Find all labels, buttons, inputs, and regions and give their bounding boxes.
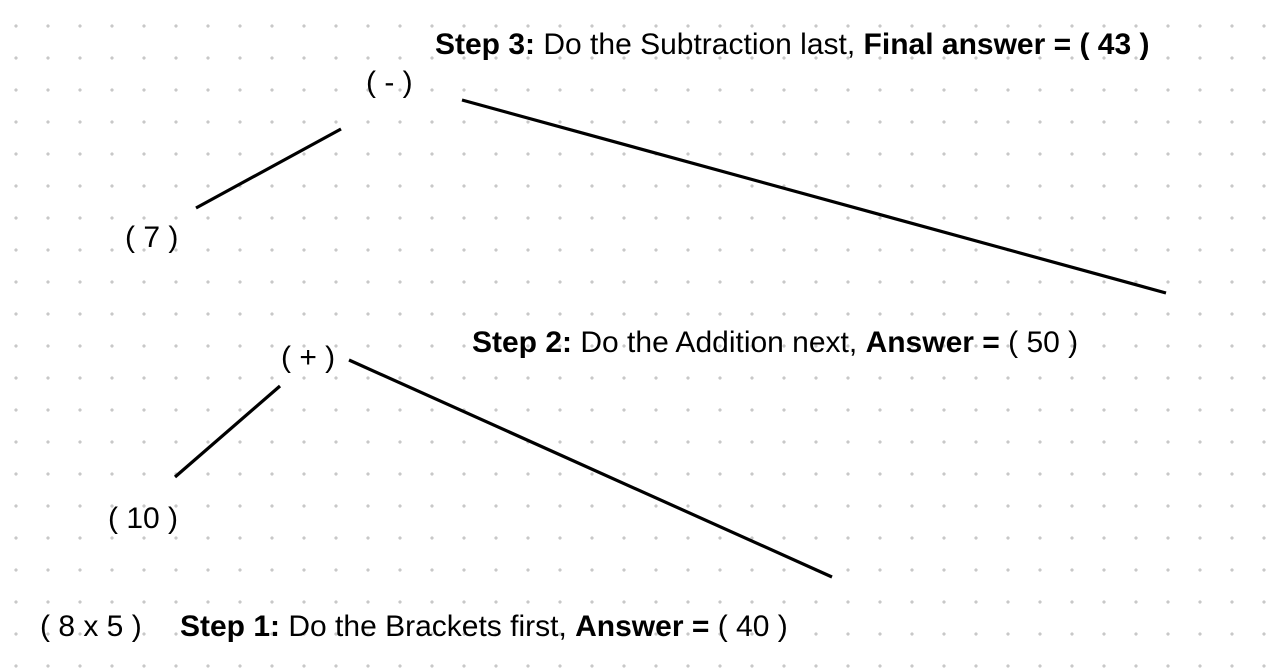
step-3-answer-value: ( 43 ) (1079, 28, 1150, 61)
step-1-annotation: Step 1: Do the Brackets first, Answer = … (180, 612, 788, 642)
step-3-label: Step 3: (435, 28, 536, 61)
step-2-answer-label: Answer = (865, 326, 1009, 359)
edge-minus-to-plus-branch (461, 98, 1167, 295)
edge-minus-to-seven (195, 127, 342, 210)
step-2-label: Step 2: (472, 326, 573, 359)
step-1-answer-value: ( 40 ) (717, 610, 788, 643)
step-1-label: Step 1: (180, 610, 281, 643)
step-1-text: Do the Brackets first, (280, 610, 576, 643)
edge-plus-to-brackets-branch (348, 358, 833, 579)
step-3-text: Do the Subtraction last, (535, 28, 864, 61)
step-3-answer-label: Final answer = (863, 28, 1080, 61)
subtraction-node: ( - ) (366, 66, 413, 99)
step-2-answer-value: ( 50 ) (1008, 326, 1079, 359)
step-2-text: Do the Addition next, (572, 326, 866, 359)
step-3-annotation: Step 3: Do the Subtraction last, Final a… (435, 30, 1150, 60)
edge-plus-to-ten (173, 384, 282, 479)
brackets-leaf: ( 8 x 5 ) (40, 610, 142, 643)
addition-node: ( + ) (281, 341, 336, 374)
ten-leaf: ( 10 ) (108, 502, 179, 535)
step-2-annotation: Step 2: Do the Addition next, Answer = (… (472, 328, 1078, 358)
seven-leaf: ( 7 ) (125, 221, 179, 254)
step-1-answer-label: Answer = (575, 610, 718, 643)
